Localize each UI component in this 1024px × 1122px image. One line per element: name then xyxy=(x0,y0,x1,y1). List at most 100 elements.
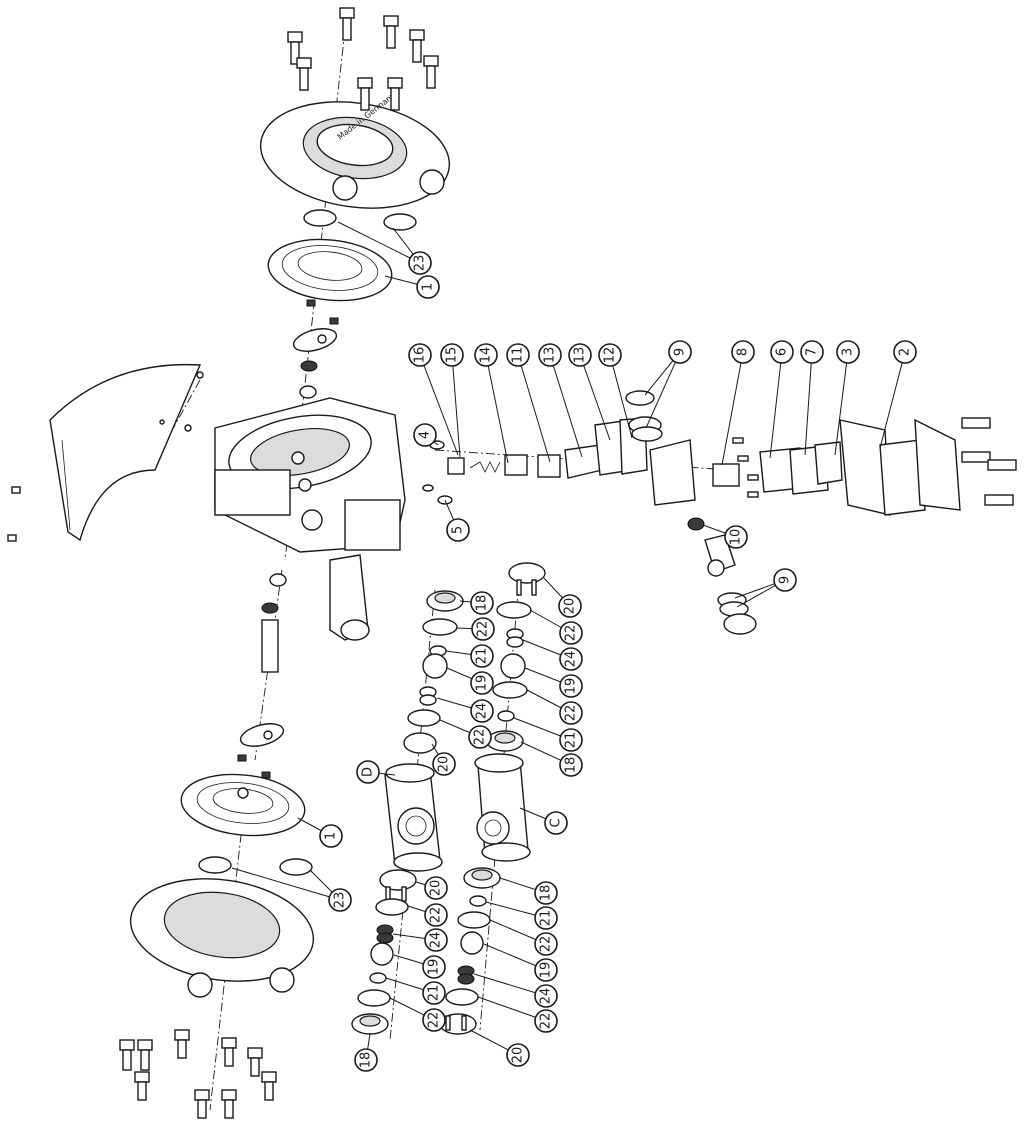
callout-number: 11 xyxy=(511,347,526,364)
callout-o-ring: 9 xyxy=(734,568,797,608)
callout-number: D xyxy=(361,767,376,777)
top-gaskets xyxy=(303,209,417,231)
callout-leader-line xyxy=(485,354,509,464)
callout-port-gasket: 23 xyxy=(231,867,352,912)
callout-ball-cage: 20 xyxy=(543,577,582,618)
callout-number: 22 xyxy=(427,1012,442,1029)
callout-number: 24 xyxy=(539,988,554,1005)
callout-number: 16 xyxy=(413,347,428,364)
callout-circle xyxy=(424,928,448,952)
callout-number: 22 xyxy=(473,729,488,746)
callout-clip: 2 xyxy=(879,340,917,449)
callout-circle xyxy=(568,343,592,367)
callout-circle xyxy=(598,343,622,367)
callout-o-ring: 22 xyxy=(477,996,558,1033)
callout-circle xyxy=(471,617,495,641)
callout-circle xyxy=(534,906,558,930)
callout-ball-cage: 20 xyxy=(469,1029,530,1067)
callout-number: 13 xyxy=(573,347,588,364)
callout-circle xyxy=(538,343,562,367)
callout-leader-line xyxy=(549,354,583,458)
callout-leader-line xyxy=(517,354,551,463)
callout-gasket: 7 xyxy=(800,340,824,456)
side-shield xyxy=(7,363,204,542)
callout-washer: 5 xyxy=(444,499,470,542)
callout-valve-seat: 18 xyxy=(499,877,558,905)
callout-o-ring: 21 xyxy=(445,644,494,668)
callout-circle xyxy=(354,1048,378,1072)
callout-washer: 4 xyxy=(413,423,439,447)
callout-number: 19 xyxy=(564,678,579,695)
callout-o-ring: 22 xyxy=(389,997,446,1032)
callout-o-ring: 22 xyxy=(456,617,495,641)
callout-circle xyxy=(559,701,583,725)
callout-circle xyxy=(534,984,558,1008)
callout-circle xyxy=(770,340,794,364)
lower-shaft-parts xyxy=(237,573,287,779)
top-cover: Made in Germany xyxy=(259,7,451,209)
callout-number: 8 xyxy=(736,348,751,356)
callout-leader-line xyxy=(609,354,633,439)
callout-circle xyxy=(468,725,492,749)
cover-bolts-bottom xyxy=(119,1029,277,1119)
callout-leader-line xyxy=(477,996,547,1022)
callout-number: 10 xyxy=(729,529,744,546)
callout-o-ring: 22 xyxy=(439,719,492,749)
callout-number: 6 xyxy=(775,348,790,356)
callout-plate: 3 xyxy=(834,340,860,456)
callout-circle xyxy=(800,340,824,364)
callout-number: 22 xyxy=(564,705,579,722)
callout-number: 15 xyxy=(445,347,460,364)
callout-leader-line xyxy=(579,354,611,441)
callout-number: 22 xyxy=(429,907,444,924)
callout-circle xyxy=(470,671,494,695)
callout-valve-seat: 18 xyxy=(459,591,494,615)
callout-circle xyxy=(559,753,583,777)
callout-ball-cage: 20 xyxy=(415,876,448,900)
callout-circle xyxy=(422,955,446,979)
callout-number: 18 xyxy=(359,1052,374,1069)
callout-circle xyxy=(432,752,456,776)
callout-check-ball: 19 xyxy=(524,667,583,698)
callout-circle xyxy=(534,881,558,905)
callout-spring: 24 xyxy=(522,639,583,671)
callout-check-ball: 19 xyxy=(483,943,558,982)
callout-manifold: C xyxy=(519,807,568,835)
callout-manifold: D xyxy=(356,760,396,784)
bottom-diaphragm xyxy=(180,773,306,837)
callout-gasket: 13 xyxy=(568,343,611,441)
callout-number: 20 xyxy=(563,598,578,615)
callout-shaft-seal: 10 xyxy=(702,524,748,549)
callout-port-gasket: 23 xyxy=(337,221,432,275)
callout-leader-line xyxy=(645,351,681,429)
callout-o-ring: 22 xyxy=(526,689,583,725)
callout-circle xyxy=(534,932,558,956)
callout-number: 13 xyxy=(543,347,558,364)
callout-o-ring: 22 xyxy=(529,609,583,645)
callout-circle xyxy=(559,647,583,671)
callout-number: 20 xyxy=(437,756,452,773)
callout-o-ring: 21 xyxy=(385,977,446,1005)
callout-ball-cage: 20 xyxy=(431,743,456,776)
callout-circle xyxy=(424,903,448,927)
callout-valve-carrier: 11 xyxy=(506,343,551,463)
callout-number: 20 xyxy=(511,1047,526,1064)
callout-circle xyxy=(470,644,494,668)
callout-number: 18 xyxy=(539,885,554,902)
callout-circle xyxy=(506,1043,530,1067)
callout-leader-line xyxy=(721,351,744,466)
callout-leader-line xyxy=(419,354,459,456)
callout-circle xyxy=(416,275,440,299)
callout-circle xyxy=(470,699,494,723)
callout-leader-line xyxy=(473,973,547,997)
callout-circle xyxy=(731,340,755,364)
callout-number: 23 xyxy=(333,892,348,909)
callout-leader-line xyxy=(804,351,813,456)
callout-number: 22 xyxy=(476,621,491,638)
callout-number: C xyxy=(549,818,564,827)
callout-circle xyxy=(356,760,380,784)
callout-leader-line xyxy=(879,351,906,449)
callout-check-ball: 19 xyxy=(446,667,494,695)
manifold-d xyxy=(384,763,443,872)
